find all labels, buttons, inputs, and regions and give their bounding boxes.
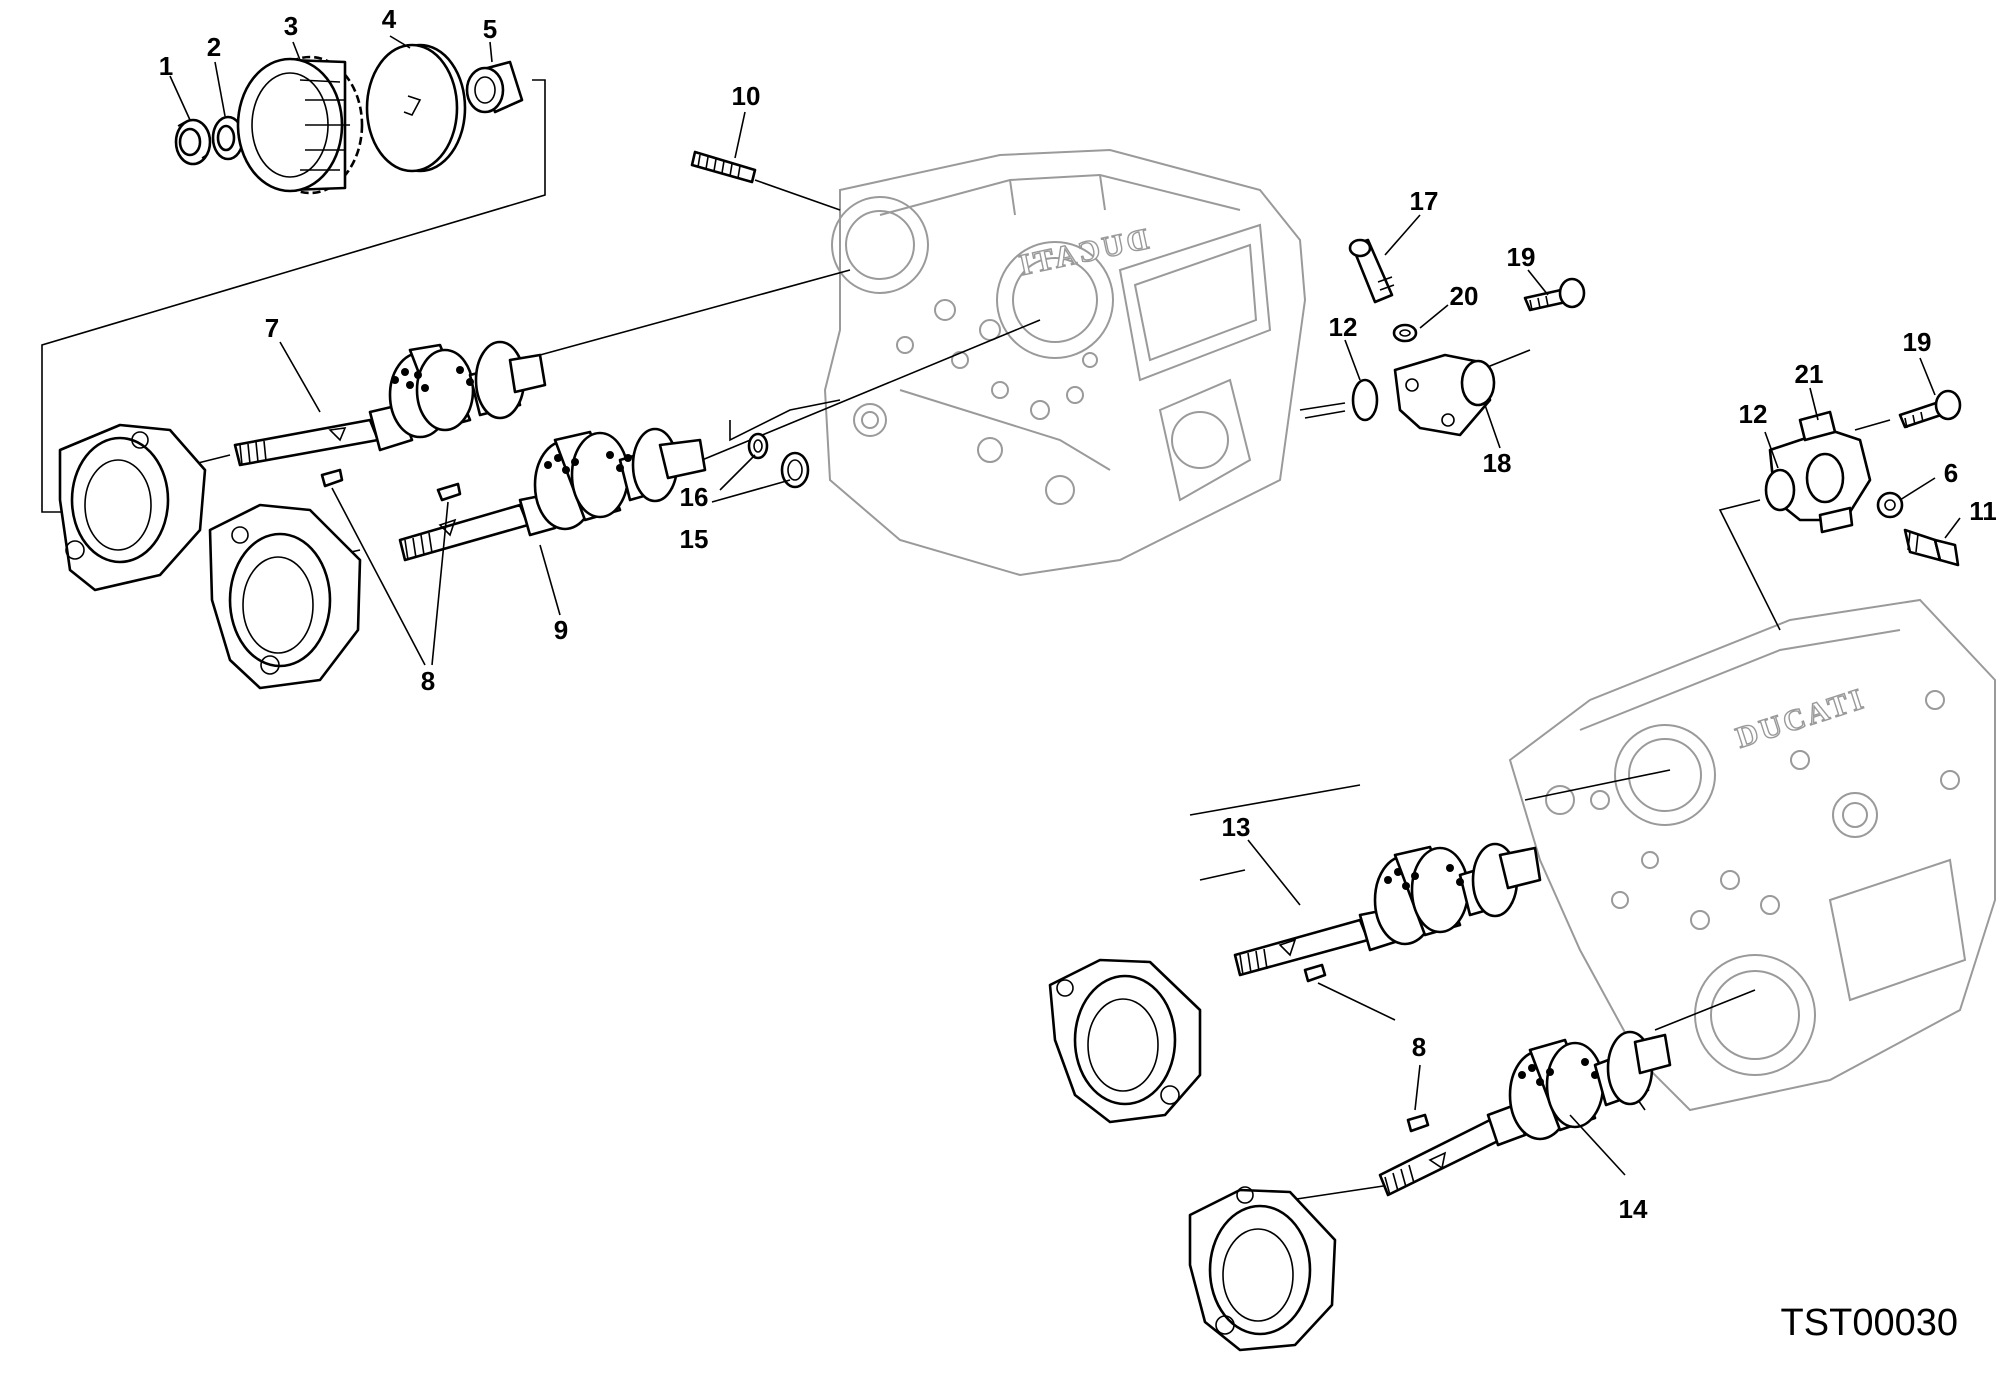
part-18-housing: [1393, 353, 1496, 437]
callout-11: 11: [1969, 496, 1997, 526]
part-12-oring-upper: [1351, 378, 1379, 422]
callout-13: 13: [1222, 812, 1251, 842]
part-21-housing: [1768, 410, 1872, 534]
bearing-housing-lower-a: [1048, 958, 1202, 1124]
part-12-oring-lower: [1764, 468, 1796, 512]
callout-15: 15: [680, 524, 709, 554]
callout-labels: 1 2 3 4 5 10 7 16 15 9 8 17 19 20 12 18 …: [159, 4, 1997, 1224]
callout-3: 3: [284, 11, 298, 41]
callout-2: 2: [207, 32, 221, 62]
callout-8b: 8: [1412, 1032, 1426, 1062]
part-11-sensor: [1903, 528, 1960, 567]
callout-4: 4: [382, 4, 397, 34]
part-19-bolt-upper: [1523, 277, 1586, 312]
callout-8a: 8: [421, 666, 435, 696]
upper-cylinder-head: DUCATI: [823, 148, 1307, 577]
callout-17: 17: [1410, 186, 1439, 216]
callout-14: 14: [1619, 1194, 1648, 1224]
callout-18: 18: [1483, 448, 1512, 478]
part-3-pulley: [236, 55, 364, 195]
part-8-key-upper: [320, 468, 462, 666]
callout-leaders: [169, 35, 1961, 1176]
callout-16: 16: [680, 482, 709, 512]
callout-12b: 12: [1739, 399, 1768, 429]
part-15-seal: [780, 451, 810, 489]
callout-12a: 12: [1329, 312, 1358, 342]
part-5-bushing: [465, 60, 524, 114]
callout-21: 21: [1795, 359, 1824, 389]
callout-6: 6: [1944, 458, 1958, 488]
bearing-housing-lower-b: [1188, 1186, 1337, 1352]
part-17-fitting: [1348, 238, 1395, 304]
callout-20: 20: [1450, 281, 1479, 311]
bearing-housing-upper-b: [208, 503, 362, 690]
head-brand-lower: DUCATI: [1732, 682, 1870, 755]
part-2-washer: [211, 115, 245, 161]
part-20-washer: [1392, 323, 1418, 343]
callout-10: 10: [732, 81, 761, 111]
bearing-housing-upper-a: [58, 423, 207, 592]
callout-19a: 19: [1507, 242, 1536, 272]
part-1-nut: [174, 118, 212, 166]
part-9-camshaft: [398, 427, 707, 562]
part-7-camshaft: [233, 340, 547, 467]
part-14-camshaft: [1378, 1030, 1672, 1197]
callout-9: 9: [554, 615, 568, 645]
part-10-stud: [690, 150, 757, 184]
lower-cylinder-head: DUCATI: [1508, 598, 1996, 1112]
head-brand-upper: DUCATI: [1013, 223, 1151, 283]
part-16-ring: [747, 432, 769, 460]
callout-19b: 19: [1903, 327, 1932, 357]
drawing-code: TST00030: [1781, 1302, 1958, 1344]
part-8-key-lower: [1303, 963, 1430, 1133]
callout-5: 5: [483, 14, 497, 44]
part-19-bolt-lower: [1898, 389, 1962, 429]
part-4-disc: [365, 43, 467, 173]
callout-1: 1: [159, 51, 173, 81]
part-6-washer: [1876, 491, 1904, 519]
callout-7: 7: [265, 313, 279, 343]
part-13-camshaft: [1233, 842, 1542, 977]
